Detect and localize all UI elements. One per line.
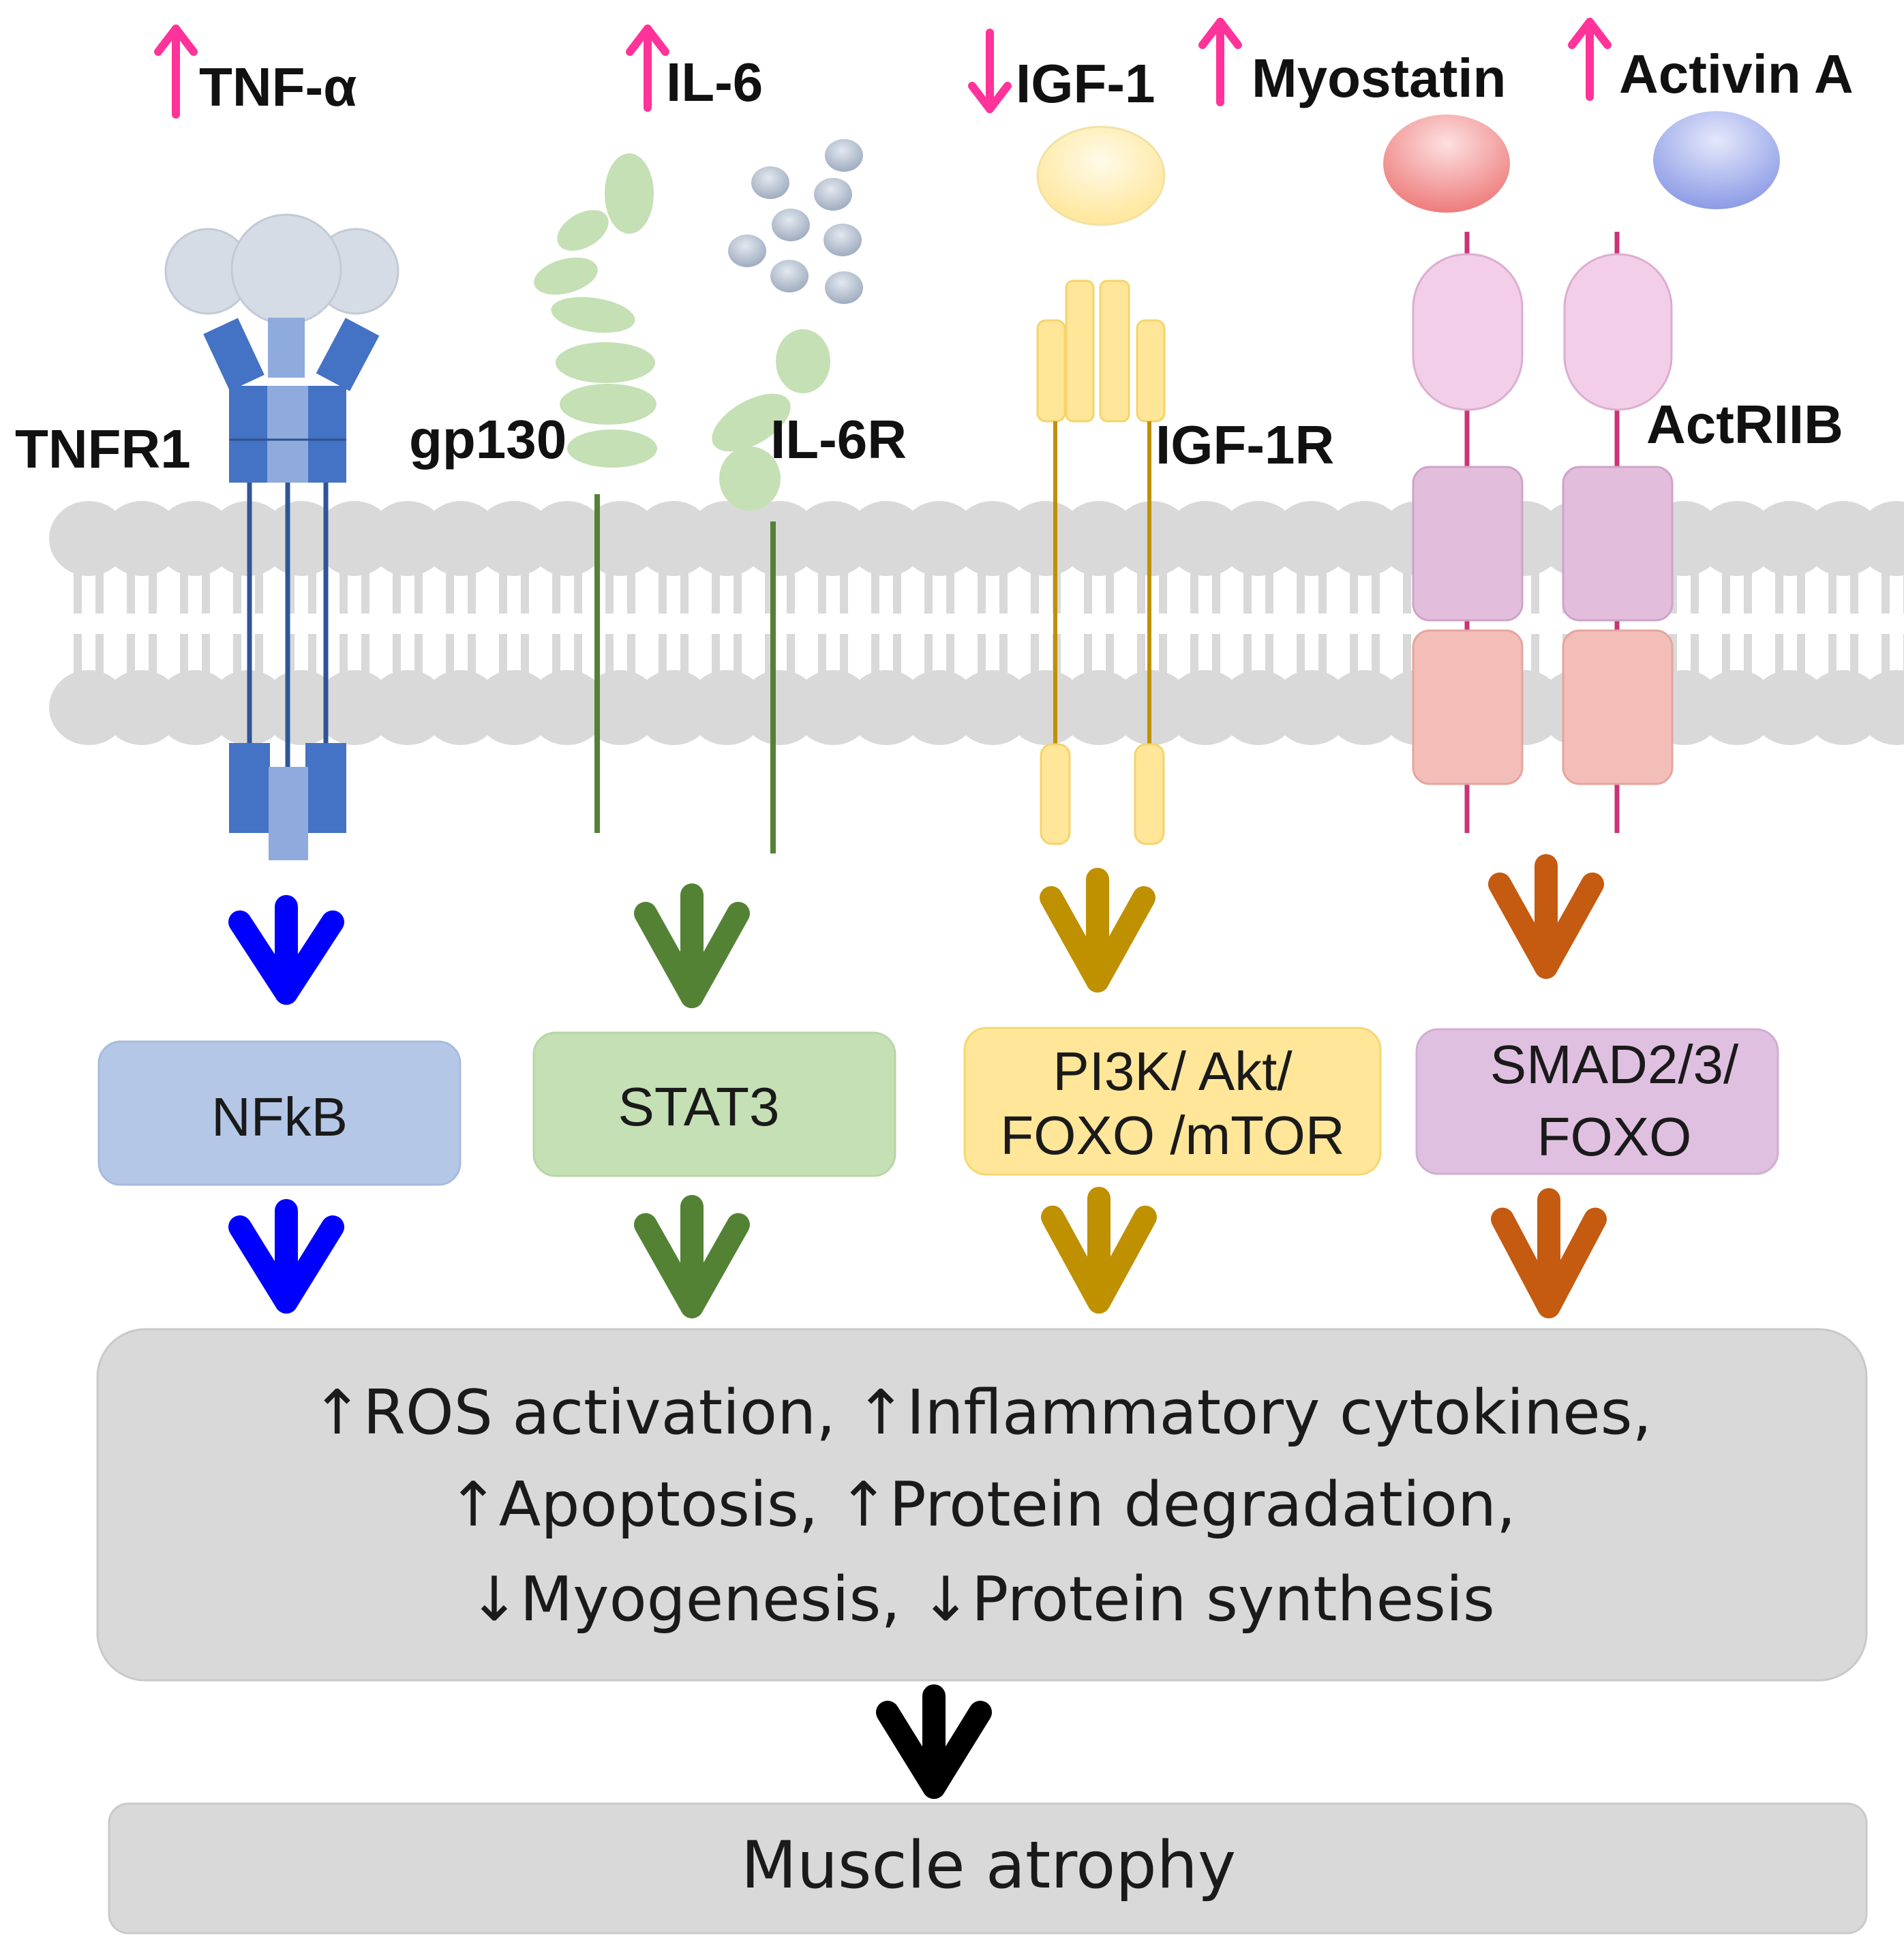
tnfr1-receptor: [164, 213, 399, 860]
pathway-box-smad: SMAD2/3/ FOXO: [1415, 1028, 1779, 1175]
pathway-box-pi3k: PI3K/ Akt/ FOXO /mTOR: [963, 1027, 1382, 1176]
pi3k-label-line1: PI3K/ Akt/: [1053, 1041, 1293, 1102]
effects-line-1: ↑ROS activation, ↑Inflammatory cytokines…: [312, 1377, 1652, 1449]
lipid-head: [1857, 501, 1904, 576]
smad-label-line1: SMAD2/3/: [1490, 1034, 1739, 1095]
increase-arrow-icon: [1198, 18, 1242, 106]
igf1r-receptor: [1036, 125, 1166, 845]
nfkb-arrow-upper: [228, 895, 344, 1005]
actriib-receptor-right: [1562, 111, 1780, 833]
arrow-head: [228, 910, 344, 1005]
nfkb-box-bg: [97, 1040, 462, 1186]
decrease-arrow-icon: [968, 29, 1012, 113]
change-arrow-head: [968, 82, 1012, 113]
igf1-label: IGF-1: [1016, 53, 1155, 114]
stat3-arrow-upper: [634, 883, 750, 1008]
change-arrow-head: [1198, 18, 1242, 49]
activin-a-ligand: [1653, 111, 1780, 209]
ligand-label-activin: Activin A: [1568, 18, 1854, 104]
effects-line-3: ↓Myogenesis, ↓Protein synthesis: [468, 1564, 1494, 1635]
arrow-head: [1491, 1207, 1607, 1318]
outcome-box: Muscle atrophy: [108, 1802, 1868, 1935]
tnfr1-intracellular-domain: [229, 743, 346, 860]
arrow-head: [634, 902, 750, 1008]
actriib-label: ActRIIB: [1646, 394, 1843, 455]
ligand-label-il6: IL-6: [626, 25, 763, 112]
actriib-receptor-left: [1383, 115, 1524, 833]
stat3-box-bg: [532, 1031, 896, 1177]
tnfr1-transmembrane-stems: [247, 483, 329, 767]
pi3k-box-bg: [963, 1027, 1382, 1176]
gp130-label: gp130: [409, 409, 566, 470]
gp130-receptor: [534, 153, 657, 833]
pi3k-label-line2: FOXO /mTOR: [1000, 1105, 1344, 1166]
igf1-ligand: [1036, 125, 1166, 226]
outcome-box-bg: [108, 1802, 1868, 1935]
nfkb-arrow-lower: [228, 1199, 344, 1314]
tnf-alpha-trimer: [164, 213, 399, 325]
pi3k-arrow-lower: [1041, 1187, 1157, 1314]
arrow-head: [634, 1213, 750, 1318]
il6-ligand-cluster: [728, 139, 863, 304]
myostatin-ligand: [1383, 115, 1510, 213]
effects-box-bg: [96, 1328, 1868, 1682]
stat3-label: STAT3: [618, 1076, 779, 1137]
il6r-receptor: [712, 329, 830, 853]
increase-arrow-icon: [1568, 18, 1612, 101]
change-arrow-head: [1568, 18, 1612, 49]
tnf-alpha-label: TNF-α: [199, 57, 357, 117]
arrow-head: [228, 1215, 344, 1314]
pathway-box-nfkb: NFkB: [97, 1040, 462, 1186]
lipid-head: [1857, 670, 1904, 745]
effects-box: ↑ROS activation, ↑Inflammatory cytokines…: [96, 1328, 1868, 1682]
tnfr1-label: TNFR1: [15, 419, 191, 479]
activin-a-label: Activin A: [1619, 44, 1854, 104]
igf1r-label: IGF-1R: [1155, 414, 1334, 475]
ligand-label-myostatin: Myostatin: [1198, 18, 1506, 108]
tnfr1-extracellular-domain: [203, 318, 380, 483]
smad-arrow-upper: [1488, 854, 1604, 979]
smad-label-line2: FOXO: [1537, 1106, 1692, 1167]
arrow-head: [876, 1701, 992, 1799]
change-arrow-head: [626, 25, 669, 56]
increase-arrow-icon: [626, 25, 669, 112]
increase-arrow-icon: [154, 25, 198, 119]
outcome-arrow: [876, 1684, 992, 1799]
ligand-label-tnf: TNF-α: [154, 25, 357, 119]
muscle-atrophy-label: Muscle atrophy: [741, 1828, 1236, 1903]
change-arrow-head: [154, 25, 198, 56]
arrow-head: [1041, 1205, 1157, 1314]
nfkb-label: NFkB: [211, 1087, 348, 1147]
smad-arrow-lower: [1491, 1188, 1607, 1318]
arrow-head: [1488, 873, 1604, 979]
ligand-label-igf1: IGF-1: [968, 29, 1155, 114]
arrow-head: [1040, 886, 1155, 992]
il6-label: IL-6: [666, 52, 763, 112]
pi3k-arrow-upper: [1040, 868, 1155, 992]
il6r-label: IL-6R: [770, 409, 907, 470]
myostatin-label: Myostatin: [1252, 48, 1506, 108]
effects-line-2: ↑Apoptosis, ↑Protein degradation,: [447, 1469, 1515, 1541]
smad-box-bg: [1415, 1028, 1779, 1175]
stat3-arrow-lower: [634, 1195, 750, 1318]
pathway-box-stat3: STAT3: [532, 1031, 896, 1177]
